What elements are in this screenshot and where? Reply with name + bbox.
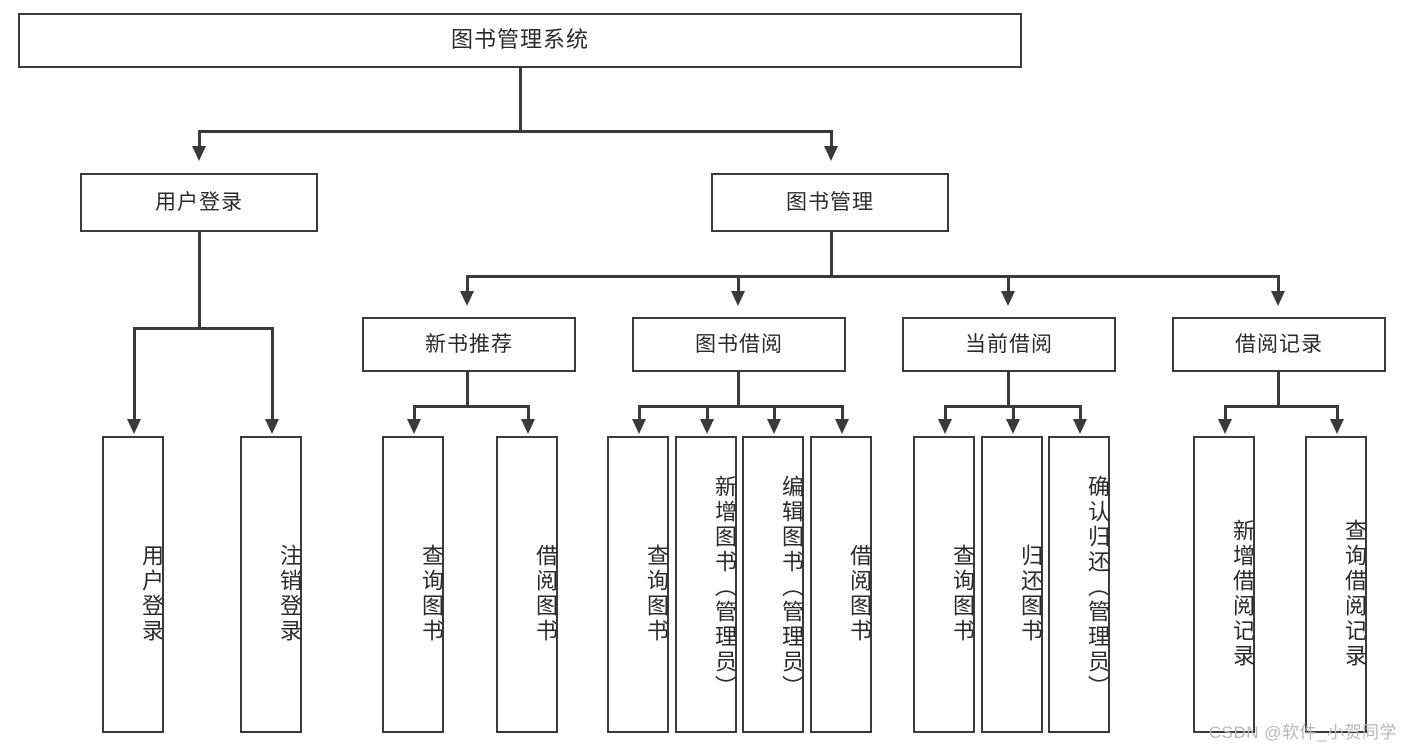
connector-cb-drop-3 — [1079, 405, 1082, 421]
connector-root-bus — [198, 130, 832, 133]
node-book-borrow[interactable]: 图书借阅 — [632, 317, 846, 372]
connector-user-login-bus — [133, 327, 274, 330]
node-label: 图书管理 — [786, 190, 874, 214]
arrow-to-book-borrow — [731, 291, 745, 306]
node-label: 借阅记录 — [1235, 332, 1323, 356]
connector-br-drop-2 — [1336, 405, 1339, 421]
arrow-to-new-book-recommend — [460, 291, 474, 306]
connector-level3-drop-1 — [466, 275, 469, 293]
leaf-nb-borrow-book[interactable]: 借阅图书 — [496, 436, 558, 733]
connector-bb-drop-1 — [638, 405, 641, 421]
arrow-to-user-login — [192, 146, 206, 161]
connector-new-book-drop-2 — [527, 405, 530, 421]
leaf-user-login[interactable]: 用户登录 — [102, 436, 164, 733]
arrow-to-leaf-bb-edit — [767, 419, 781, 434]
leaf-bb-add-book[interactable]: 新增图书（管理员） — [675, 436, 737, 733]
node-label: 查询图书 — [644, 543, 669, 644]
node-label: 注销登录 — [277, 543, 302, 644]
node-label: 确认归还（管理员） — [1085, 475, 1110, 700]
connector-bb-drop-2 — [706, 405, 709, 421]
arrow-to-leaf-cb-return — [1006, 419, 1020, 434]
leaf-logout[interactable]: 注销登录 — [240, 436, 302, 733]
node-label: 新增借阅记录 — [1230, 518, 1255, 669]
connector-book-borrow-bus — [638, 405, 843, 408]
connector-borrow-records-bus — [1224, 405, 1338, 408]
connector-root-vertical — [519, 68, 522, 130]
connector-level3-drop-2 — [737, 275, 740, 293]
node-new-book-recommend[interactable]: 新书推荐 — [362, 317, 576, 372]
connector-level3-drop-3 — [1007, 275, 1010, 293]
node-user-login[interactable]: 用户登录 — [80, 173, 318, 232]
connector-book-management-vertical — [830, 232, 833, 275]
connector-level3-drop-4 — [1277, 275, 1280, 293]
arrow-to-leaf-cb-query — [938, 419, 952, 434]
node-label: 新书推荐 — [425, 332, 513, 356]
connector-current-borrow-vertical — [1007, 372, 1010, 405]
node-current-borrow[interactable]: 当前借阅 — [902, 317, 1116, 372]
leaf-br-query-record[interactable]: 查询借阅记录 — [1305, 436, 1367, 733]
leaf-cb-return-book[interactable]: 归还图书 — [981, 436, 1043, 733]
connector-level3-bus — [466, 275, 1280, 278]
arrow-to-leaf-nb-query — [407, 419, 421, 434]
connector-new-book-vertical — [466, 372, 469, 405]
node-label: 图书管理系统 — [450, 27, 589, 53]
connector-new-book-drop-1 — [413, 405, 416, 421]
connector-bb-drop-4 — [841, 405, 844, 421]
arrow-to-leaf-br-add — [1218, 419, 1232, 434]
connector-user-login-drop-1 — [133, 327, 136, 421]
node-label: 图书借阅 — [695, 332, 783, 356]
node-label: 用户登录 — [139, 543, 164, 644]
leaf-cb-confirm-return[interactable]: 确认归还（管理员） — [1048, 436, 1110, 733]
node-label: 查询借阅记录 — [1342, 518, 1367, 669]
connector-book-borrow-vertical — [737, 372, 740, 405]
arrow-to-leaf-user-login — [127, 419, 141, 434]
leaf-cb-query-book[interactable]: 查询图书 — [913, 436, 975, 733]
node-label: 新增图书（管理员） — [712, 475, 737, 700]
node-label: 当前借阅 — [965, 332, 1053, 356]
arrow-to-borrow-records — [1271, 291, 1285, 306]
connector-user-login-vertical — [198, 232, 201, 327]
connector-user-login-drop-2 — [271, 327, 274, 421]
arrow-to-leaf-logout — [265, 419, 279, 434]
connector-cb-drop-2 — [1012, 405, 1015, 421]
node-label: 借阅图书 — [847, 543, 872, 644]
arrow-to-current-borrow — [1001, 291, 1015, 306]
arrow-to-leaf-bb-query — [632, 419, 646, 434]
connector-cb-drop-1 — [944, 405, 947, 421]
leaf-bb-borrow-book[interactable]: 借阅图书 — [810, 436, 872, 733]
connector-root-drop-left — [198, 130, 201, 148]
csdn-watermark: CSDN @软件_小贺同学 — [1208, 723, 1397, 742]
leaf-bb-edit-book[interactable]: 编辑图书（管理员） — [742, 436, 804, 733]
arrow-to-leaf-bb-add — [700, 419, 714, 434]
connector-bb-drop-3 — [773, 405, 776, 421]
node-root-system[interactable]: 图书管理系统 — [18, 13, 1022, 68]
connector-borrow-records-vertical — [1277, 372, 1280, 405]
arrow-to-leaf-nb-borrow — [521, 419, 535, 434]
node-label: 归还图书 — [1018, 543, 1043, 644]
arrow-to-leaf-bb-borrow — [835, 419, 849, 434]
arrow-to-leaf-br-query — [1330, 419, 1344, 434]
node-borrow-records[interactable]: 借阅记录 — [1172, 317, 1386, 372]
connector-new-book-bus — [413, 405, 529, 408]
node-book-management[interactable]: 图书管理 — [711, 173, 949, 232]
connector-br-drop-1 — [1224, 405, 1227, 421]
arrow-to-leaf-cb-confirm — [1073, 419, 1087, 434]
node-label: 编辑图书（管理员） — [779, 475, 804, 700]
node-label: 查询图书 — [950, 543, 975, 644]
connector-root-drop-right — [830, 130, 833, 148]
arrow-to-book-manage — [824, 146, 838, 161]
node-label: 查询图书 — [419, 543, 444, 644]
node-label: 借阅图书 — [533, 543, 558, 644]
leaf-br-add-record[interactable]: 新增借阅记录 — [1193, 436, 1255, 733]
node-label: 用户登录 — [155, 190, 243, 214]
leaf-nb-query-book[interactable]: 查询图书 — [382, 436, 444, 733]
leaf-bb-query-book[interactable]: 查询图书 — [607, 436, 669, 733]
